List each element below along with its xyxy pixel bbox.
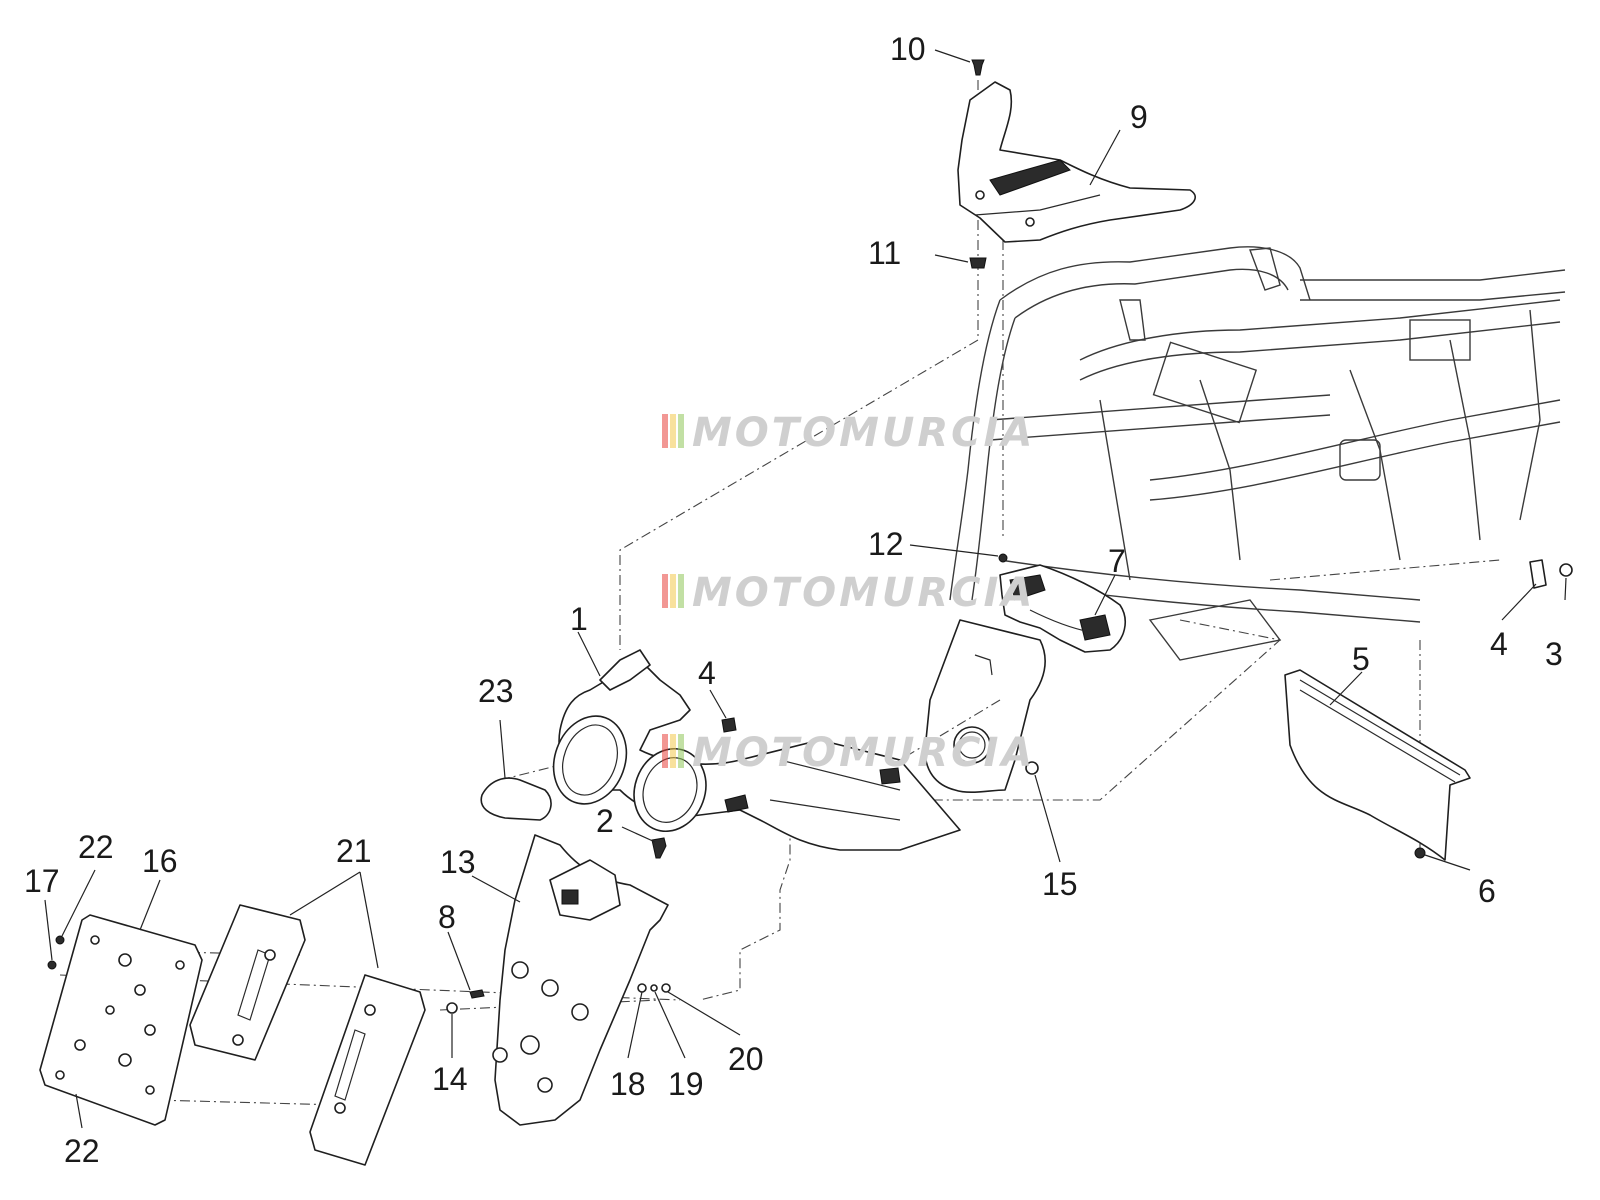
- callout-16: 16: [142, 843, 178, 879]
- part-1-housing: [552, 649, 961, 851]
- callout-21: 21: [336, 833, 372, 869]
- watermark-3: MOTOMURCIA: [662, 730, 1035, 776]
- watermark-2: MOTOMURCIA: [662, 570, 1035, 616]
- part-21-plates: [189, 904, 426, 1166]
- screw-10: [971, 59, 985, 76]
- washer-18: [637, 983, 647, 993]
- watermark-1: MOTOMURCIA: [662, 410, 1035, 456]
- callout-9: 9: [1130, 99, 1148, 135]
- callout-4-left: 4: [698, 655, 716, 691]
- clip-4-right: [1529, 559, 1547, 589]
- callout-13: 13: [440, 844, 476, 880]
- screw-17: [47, 960, 57, 970]
- screw-2: [651, 837, 667, 859]
- clip-4-left: [721, 717, 737, 733]
- callout-22-bottom: 22: [64, 1133, 100, 1169]
- nut-15: [1025, 761, 1039, 775]
- watermark-text: MOTOMURCIA: [692, 410, 1035, 456]
- callout-19: 19: [668, 1066, 704, 1102]
- callout-5: 5: [1352, 641, 1370, 677]
- screw-3: [1559, 563, 1573, 577]
- callout-6: 6: [1478, 873, 1496, 909]
- callout-4-right: 4: [1490, 626, 1508, 662]
- nut-20: [661, 983, 671, 993]
- callout-8: 8: [438, 899, 456, 935]
- rear-frame: [924, 246, 1566, 793]
- part-5-cover: [1284, 669, 1471, 861]
- callout-17: 17: [24, 863, 60, 899]
- callout-10: 10: [890, 31, 926, 67]
- callout-labels: 10 9 11 12 7 1 4 4 3 5 23 2 15 6 13 21 1…: [24, 31, 1563, 1169]
- leader-lines: [44, 49, 1567, 1129]
- part-23-reflector: [480, 777, 552, 821]
- callout-14: 14: [432, 1061, 468, 1097]
- washer-19: [650, 984, 658, 992]
- watermark-text: MOTOMURCIA: [692, 570, 1035, 616]
- callout-22-top: 22: [78, 829, 114, 865]
- screw-22-top: [55, 935, 65, 945]
- callout-7: 7: [1108, 543, 1126, 579]
- callout-2: 2: [596, 803, 614, 839]
- watermark-text: MOTOMURCIA: [692, 730, 1035, 776]
- callout-1: 1: [570, 601, 588, 637]
- callout-23: 23: [478, 673, 514, 709]
- part-7-bracket: [999, 564, 1126, 653]
- nut-11: [969, 257, 987, 269]
- part-9-upper-cover: [957, 81, 1196, 243]
- callout-18: 18: [610, 1066, 646, 1102]
- screw-14: [446, 1002, 458, 1014]
- part-16-plate-bracket: [39, 914, 203, 1126]
- fasteners: [47, 59, 1573, 1095]
- callout-11: 11: [868, 235, 901, 271]
- screw-12: [998, 553, 1008, 563]
- screw-8: [469, 989, 485, 999]
- part-13-plate-holder: [492, 834, 669, 1126]
- callout-15: 15: [1042, 866, 1078, 902]
- callout-20: 20: [728, 1041, 764, 1077]
- callout-12: 12: [868, 526, 904, 562]
- nut-6: [1414, 847, 1426, 859]
- callout-3: 3: [1545, 636, 1563, 672]
